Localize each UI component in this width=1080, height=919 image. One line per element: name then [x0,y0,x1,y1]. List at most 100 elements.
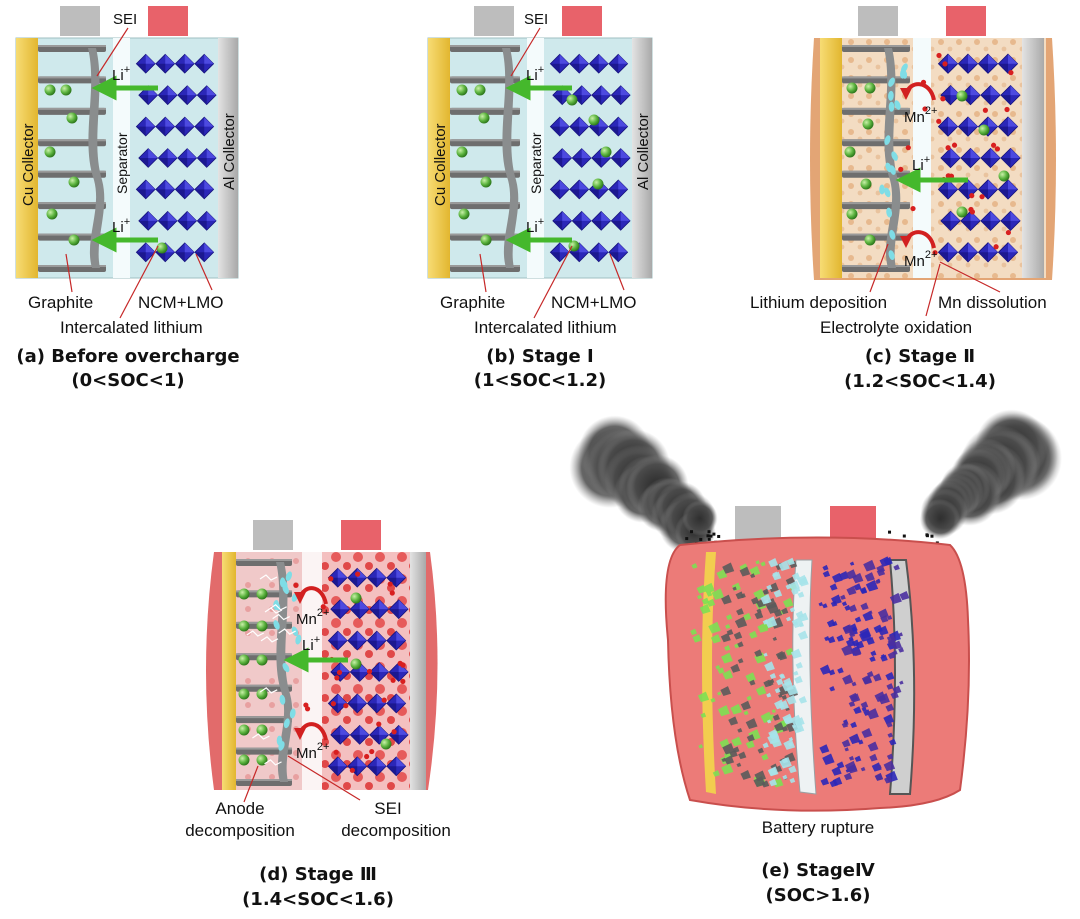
octahedron-facet [145,242,156,253]
octahedron-facet [550,189,560,199]
octahedron-facet [340,725,350,735]
lithium-sphere [380,738,392,750]
mn-ion-dot [336,669,343,676]
lithium-dendrite [884,187,891,198]
graphite-fragment [748,630,758,639]
mn-ion-dot [328,576,334,582]
mn-ion-dot [951,142,958,148]
graphite-sheet-highlight [236,716,292,719]
mn-ion-dot [948,173,955,179]
octahedron-facet [357,631,367,641]
panel-b-cell: SEI Li+ Li+ Cu Collector Separator Al Co… [427,6,653,391]
octahedron-facet [350,672,360,682]
octahedron-facet [138,158,149,168]
sei-decomposition-leader [287,755,361,801]
cathode-fragment [866,708,879,720]
mn-ion-dot [910,205,916,212]
graphite-fragment [760,561,766,567]
cathode-fragment [898,632,903,637]
octahedron [980,84,1001,106]
octahedron-facet [598,242,609,253]
graphite-sheet-highlight [236,684,292,687]
positive-tab [148,6,188,36]
cathode-fragment [846,585,857,596]
graphite-sheet-highlight [450,233,520,236]
octahedron-facet [155,252,166,262]
deposited-lithium-fragment [774,699,785,710]
octahedron-facet [369,609,380,619]
lithium-sphere [478,112,490,124]
octahedron-facet [980,158,991,168]
al-collector [218,38,238,278]
anode-cracks [246,574,296,766]
octahedron-facet [581,211,592,221]
octahedron-facet [145,117,156,127]
octahedron [608,116,629,137]
cathode-fragment [841,739,851,748]
soot-particle [712,532,716,536]
octahedron [588,242,609,263]
octahedron-facet [620,148,631,158]
soot-particle [707,537,711,541]
graphite-flake [750,573,756,579]
octahedron-facet [204,54,214,64]
octahedron [608,53,629,74]
octahedron [957,179,979,200]
octahedron-facet [177,158,188,168]
octahedron-facet [184,117,195,127]
octahedron [347,693,368,714]
octahedron [608,242,629,263]
octahedron-facet [980,95,991,105]
lithium-sphere [256,688,268,700]
crack-line [260,636,279,643]
octahedron-facet [194,189,205,199]
deposited-lithium-fragment [774,687,781,694]
graphite-sheet-highlight [38,76,106,79]
octahedron [571,148,592,168]
deposited-lithium-fragment [762,742,769,749]
lithium-sphere [68,234,80,246]
octahedron [177,148,198,168]
mn-dissolution-label: Mn dissolution [938,293,1047,312]
octahedron-facet [948,116,958,127]
lithium-dendrite [889,229,896,240]
octahedron [610,85,631,106]
octahedron [135,116,156,137]
octahedron [155,116,176,137]
octahedron-facet [177,95,188,105]
graphite-flake [772,714,780,721]
octahedron-facet [148,211,158,221]
lithium-sphere [474,84,486,96]
octahedron [366,756,387,777]
li-label: Li+ [912,154,930,174]
octahedron-facet [328,703,338,713]
mn-ion-dot [1005,229,1011,236]
octahedron-facet [337,756,348,767]
mn-arrow-top-head [900,88,912,100]
octahedron-facet [194,252,205,262]
lithium-dendrite [283,718,290,729]
octahedron-facet [158,95,168,105]
crack-line [259,687,278,694]
mn-ion-dot [349,767,355,773]
lithium-sphere [978,124,990,136]
octahedron [194,242,215,263]
cathode-fragment [883,556,893,566]
octahedron [196,85,217,106]
octahedron-facet [330,734,341,745]
octahedron [347,630,368,651]
mn-ion-dot [400,678,406,684]
octahedron-facet [197,158,207,168]
smoke-right [880,409,1063,582]
octahedron-facet [581,85,592,96]
octahedron-facet [396,694,406,704]
al-collector-label: Al Collector [221,113,238,190]
lithium-sphere [480,234,492,246]
octahedron-facet [187,211,197,221]
deposited-lithium-fragment [764,616,778,628]
graphite-flake [762,588,770,595]
positive-tab [830,506,876,542]
cathode-fragment [844,604,851,611]
graphite-fragment [772,777,784,788]
mn-ion-dot [936,52,942,59]
